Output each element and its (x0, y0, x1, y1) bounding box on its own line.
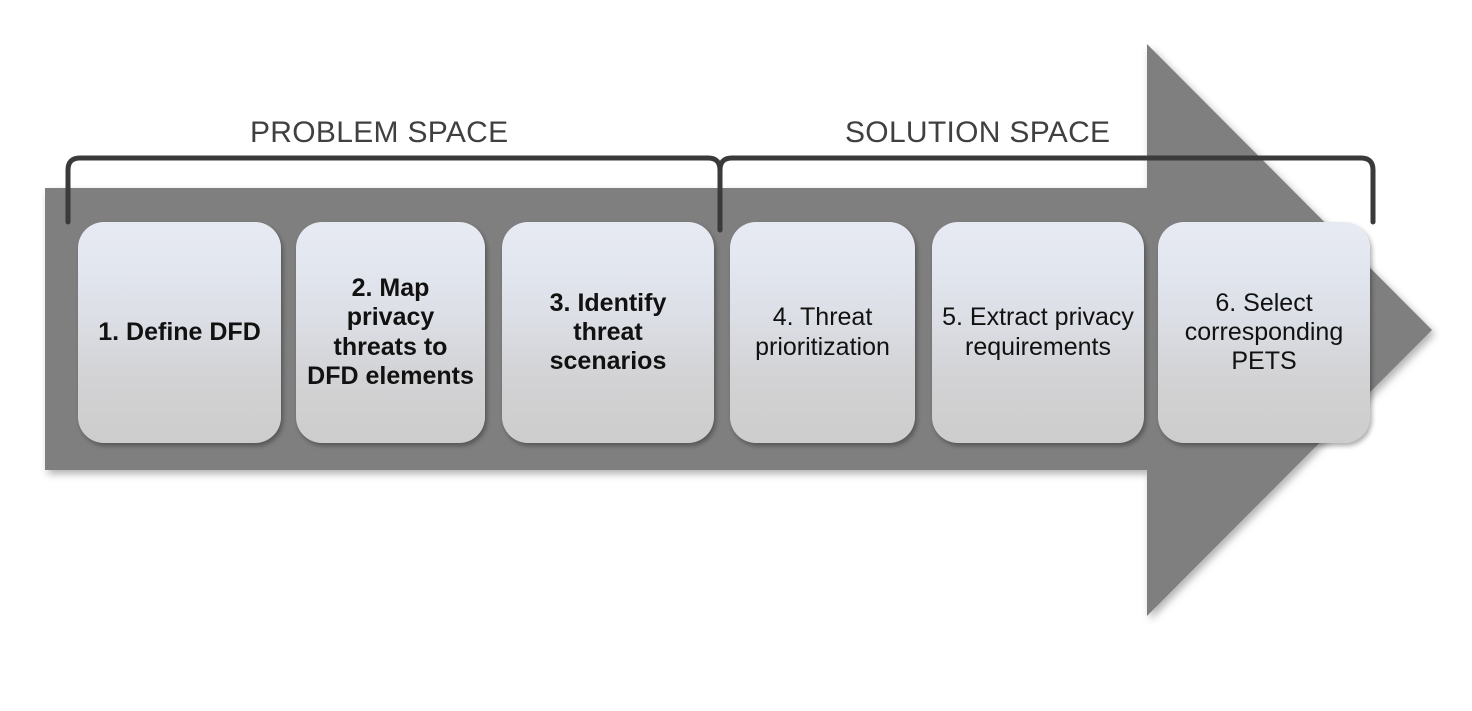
bracket-problem-space (65, 155, 723, 233)
step-box-5[interactable]: 5. Extract privacy requirements (932, 222, 1144, 443)
step-box-4[interactable]: 4. Threat prioritization (730, 222, 915, 443)
step-label-3: 3. Identify threat scenarios (549, 288, 667, 376)
step-label-6: 6. Select corresponding PETS (1184, 288, 1344, 376)
bracket-solution-space (717, 155, 1376, 233)
step-label-4: 4. Threat prioritization (755, 303, 890, 361)
step-box-1[interactable]: 1. Define DFD (78, 222, 281, 443)
step-label-5: 5. Extract privacy requirements (942, 303, 1134, 361)
section-label-solution-space: SOLUTION SPACE (845, 116, 1111, 149)
step-box-3[interactable]: 3. Identify threat scenarios (502, 222, 714, 443)
step-box-2[interactable]: 2. Map privacy threats to DFD elements (296, 222, 485, 443)
step-box-6[interactable]: 6. Select corresponding PETS (1158, 222, 1370, 443)
step-label-2: 2. Map privacy threats to DFD elements (307, 274, 474, 390)
step-label-1: 1. Define DFD (98, 317, 261, 346)
section-label-problem-space: PROBLEM SPACE (250, 116, 509, 149)
